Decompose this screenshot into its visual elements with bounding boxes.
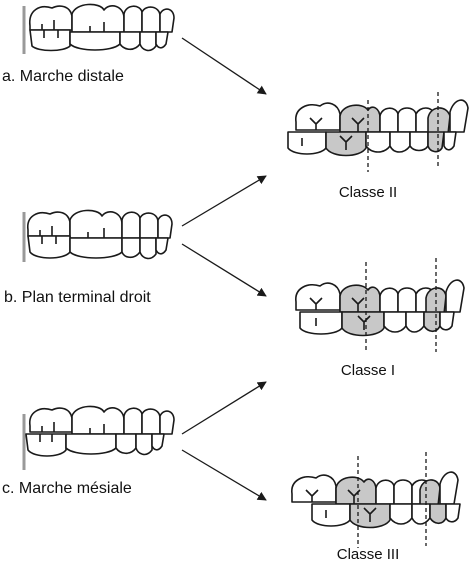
arrow-b-to-class-ii [181, 175, 267, 227]
label-class-i: Classe I [340, 362, 396, 379]
label-class-ii: Classe II [338, 184, 398, 201]
arrow-a-to-class-ii [181, 37, 267, 95]
permanent-dentition-class-iii [291, 471, 461, 529]
class-ii-reference-lines [367, 92, 439, 172]
label-class-iii: Classe III [336, 546, 400, 563]
class-i-reference-lines [365, 258, 437, 352]
class-iii-reference-lines [357, 452, 427, 548]
transition-arrows [181, 37, 267, 501]
primary-dentition-flush-terminal-plane [22, 209, 173, 262]
arrow-c-to-class-i [181, 381, 267, 435]
arrow-b-to-class-i [181, 243, 267, 297]
label-mesial-step: c. Marche mésiale [2, 480, 132, 497]
primary-dentition-mesial-step [22, 405, 175, 470]
permanent-dentition-class-i [295, 279, 465, 337]
permanent-dentition-class-ii [287, 99, 469, 157]
primary-dentition-distal-step [22, 3, 175, 54]
arrow-c-to-class-iii [181, 449, 267, 501]
label-distal-step: a. Marche distale [2, 68, 124, 85]
label-flush-terminal-plane: b. Plan terminal droit [4, 289, 151, 306]
